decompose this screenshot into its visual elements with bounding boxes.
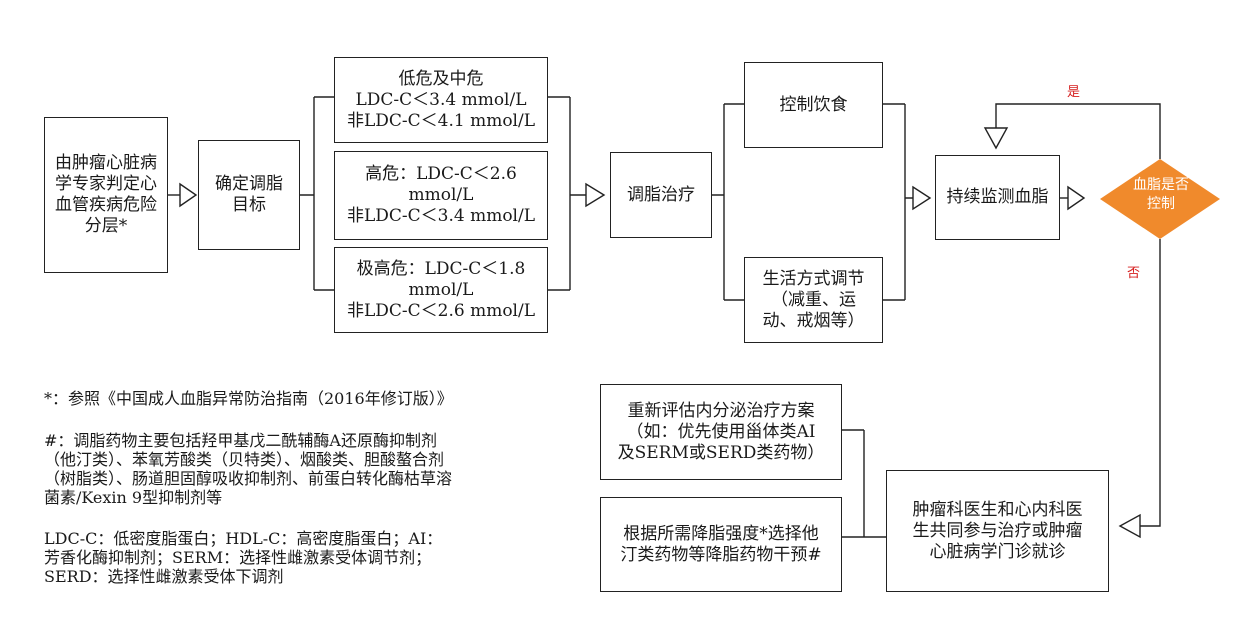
decision-text: 血脂是否 控制	[1133, 177, 1189, 212]
diet-control-text: 控制饮食	[779, 94, 848, 115]
high-risk-box: 高危：LDC-C＜2.6 mmol/L 非LDC-C＜3.4 mmol/L	[334, 151, 548, 240]
lipid-therapy-box: 调脂治疗	[610, 152, 712, 238]
select-drug-text: 根据所需降脂强度*选择他 汀类药物等降脂药物干预#	[620, 523, 822, 565]
very-high-risk-box: 极高危：LDC-C＜1.8 mmol/L 非LDC-C＜2.6 mmol/L	[334, 247, 548, 333]
arrowhead	[585, 182, 606, 208]
no-label: 否	[1127, 266, 1141, 281]
mdt-box: 肿瘤科医生和心内科医 生共同参与治疗或肿瘤 心脏病学门诊就诊	[886, 470, 1109, 592]
no-branch-line	[1140, 239, 1161, 527]
yes-label: 是	[1067, 85, 1081, 100]
very-high-risk-text: 极高危：LDC-C＜1.8 mmol/L 非LDC-C＜2.6 mmol/L	[346, 258, 536, 321]
lipid-target-box: 确定调脂 目标	[198, 140, 300, 250]
arrowhead	[912, 185, 932, 211]
reevaluate-box: 重新评估内分泌治疗方案 （如：优先使用甾体类AI 及SERM或SERD类药物）	[600, 384, 842, 480]
reevaluate-text: 重新评估内分泌治疗方案 （如：优先使用甾体类AI 及SERM或SERD类药物）	[617, 400, 825, 463]
lipid-therapy-text: 调脂治疗	[627, 184, 695, 205]
abbreviation-note: LDC-C：低密度脂蛋白；HDL-C：高密度脂蛋白；AI： 芳香化酶抑制剂；SE…	[44, 529, 443, 586]
connector-line	[712, 103, 744, 301]
diet-control-box: 控制饮食	[744, 62, 883, 148]
connector-line	[548, 96, 586, 291]
risk-assessment-text: 由肿瘤心脏病 学专家判定心 血管疾病危险 分层*	[55, 153, 157, 236]
monitor-lipids-text: 持续监测血脂	[946, 187, 1049, 207]
connector-line	[883, 103, 913, 301]
risk-assessment-box: 由肿瘤心脏病 学专家判定心 血管疾病危险 分层*	[44, 117, 168, 273]
drug-footnote: #：调脂药物主要包括羟甲基戊二酰辅酶A还原酶抑制剂 （他汀类）、苯氧芳酸类（贝特…	[44, 431, 453, 507]
arrowhead	[1067, 185, 1086, 211]
connector-line	[842, 429, 886, 538]
arrowhead	[983, 127, 1009, 150]
monitor-lipids-box: 持续监测血脂	[935, 155, 1060, 240]
connector-line	[300, 96, 334, 291]
select-drug-box: 根据所需降脂强度*选择他 汀类药物等降脂药物干预#	[600, 497, 842, 592]
high-risk-text: 高危：LDC-C＜2.6 mmol/L 非LDC-C＜3.4 mmol/L	[346, 164, 536, 226]
low-mid-risk-box: 低危及中危 LDC-C＜3.4 mmol/L 非LDC-C＜4.1 mmol/L	[334, 57, 548, 143]
arrowhead	[179, 182, 198, 208]
arrowhead	[1118, 513, 1141, 539]
decision-diamond	[1100, 159, 1220, 239]
yes-loop-line	[995, 103, 1161, 159]
lipid-target-text: 确定调脂 目标	[215, 174, 283, 215]
low-mid-risk-text: 低危及中危 LDC-C＜3.4 mmol/L 非LDC-C＜4.1 mmol/L	[346, 68, 536, 131]
reference-note: *：参照《中国成人血脂异常防治指南（2016年修订版）》	[44, 389, 453, 408]
mdt-text: 肿瘤科医生和心内科医 生共同参与治疗或肿瘤 心脏病学门诊就诊	[912, 499, 1083, 562]
lifestyle-box: 生活方式调节 （减重、运 动、戒烟等）	[744, 257, 883, 343]
lifestyle-text: 生活方式调节 （减重、运 动、戒烟等）	[762, 268, 865, 331]
